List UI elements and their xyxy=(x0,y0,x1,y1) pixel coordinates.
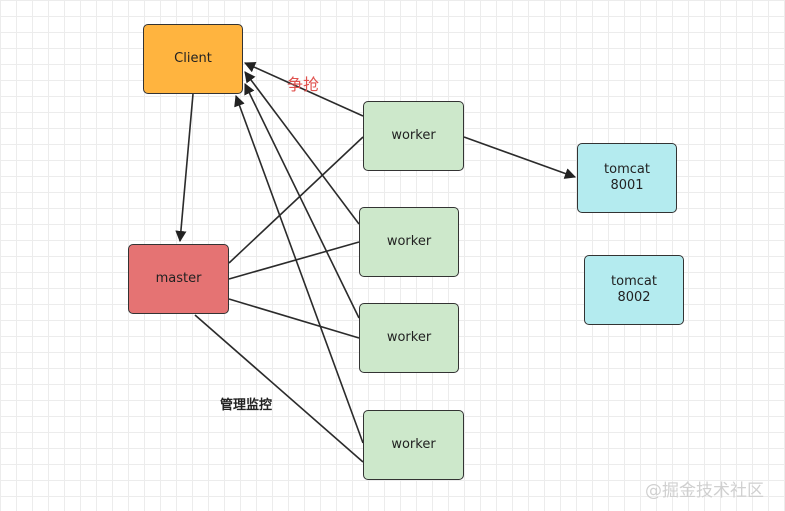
master-node: master xyxy=(128,244,229,314)
worker-node-4: worker xyxy=(363,410,464,480)
edge-master-worker1 xyxy=(228,136,364,264)
edge-worker1-client xyxy=(243,62,364,117)
edge-worker3-client xyxy=(244,82,360,319)
manage-monitor-label: 管理监控 xyxy=(220,398,273,413)
edge-worker2-client xyxy=(244,71,360,225)
edge-client-master xyxy=(175,93,194,243)
worker-node-1: worker xyxy=(363,101,464,171)
worker-node-2: worker xyxy=(359,207,459,277)
compete-label: 争抢 xyxy=(287,75,320,94)
worker-node-3: worker xyxy=(359,303,459,373)
edge-master-worker3 xyxy=(228,298,360,339)
tomcat-node-8001: tomcat 8001 xyxy=(577,143,677,213)
edge-master-worker4 xyxy=(194,314,364,463)
client-node: Client xyxy=(143,24,243,94)
edge-master-worker2 xyxy=(228,241,360,280)
tomcat-node-8002: tomcat 8002 xyxy=(584,255,684,325)
watermark: @掘金技术社区 xyxy=(645,481,764,501)
edge-worker1-tomcat1 xyxy=(463,136,577,179)
edge-worker4-client xyxy=(234,94,364,444)
